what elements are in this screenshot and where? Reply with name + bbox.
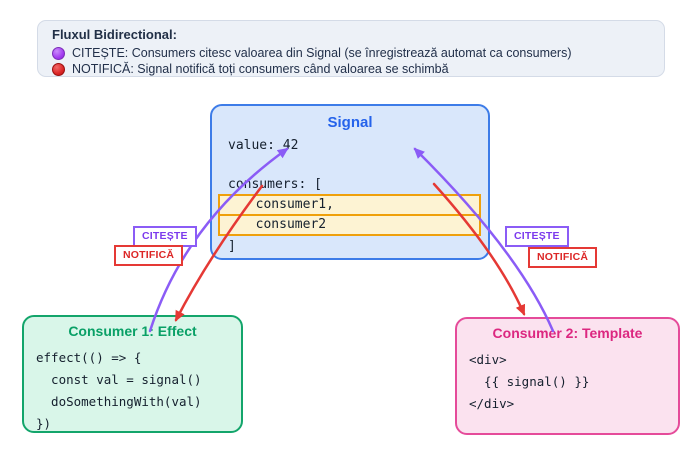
code-line: const val = signal() — [36, 372, 202, 387]
consumer2-row: consumer2 — [218, 214, 481, 236]
read-label-right: CITEȘTE — [505, 226, 569, 247]
legend-title: Fluxul Bidirectional: — [52, 27, 177, 42]
notify-label-right: NOTIFICĂ — [528, 247, 598, 268]
red-dot-icon — [52, 62, 65, 76]
legend-item-read-text: CITEȘTE: Consumers citesc valoarea din S… — [72, 46, 572, 60]
legend-box: Fluxul Bidirectional: CITEȘTE: Consumers… — [37, 20, 665, 77]
consumer2-title: Consumer 2: Template — [492, 325, 643, 341]
signal-node: Signal value: 42 consumers: [ consumer1,… — [210, 104, 490, 260]
legend-item-notify: NOTIFICĂ: Signal notifică toți consumers… — [52, 61, 650, 77]
code-line: </div> — [469, 396, 515, 411]
signal-value-line: value: 42 — [228, 138, 299, 153]
consumer1-code: effect(() => { const val = signal() doSo… — [36, 347, 202, 435]
purple-dot-icon — [52, 46, 65, 60]
code-line: effect(() => { — [36, 350, 142, 365]
consumers-highlight: consumer1, consumer2 — [218, 194, 481, 236]
signal-consumers-open: consumers: [ — [228, 177, 322, 192]
code-line: doSomethingWith(val) — [36, 394, 202, 409]
code-line: }) — [36, 416, 52, 431]
legend-item-read: CITEȘTE: Consumers citesc valoarea din S… — [52, 45, 650, 61]
consumer1-node: Consumer 1: Effect effect(() => { const … — [22, 315, 243, 433]
code-line: {{ signal() }} — [469, 374, 590, 389]
code-line: <div> — [469, 352, 507, 367]
consumer2-code: <div> {{ signal() }} </div> — [469, 349, 589, 415]
consumer1-row: consumer1, — [218, 194, 481, 216]
signal-title: Signal — [327, 114, 373, 131]
read-label-left: CITEȘTE — [133, 226, 197, 247]
consumer1-title: Consumer 1: Effect — [68, 323, 197, 339]
notify-label-left: NOTIFICĂ — [114, 245, 184, 266]
consumer2-node: Consumer 2: Template <div> {{ signal() }… — [455, 317, 680, 435]
signal-close-bracket: ] — [228, 239, 236, 254]
legend-item-notify-text: NOTIFICĂ: Signal notifică toți consumers… — [72, 62, 449, 76]
